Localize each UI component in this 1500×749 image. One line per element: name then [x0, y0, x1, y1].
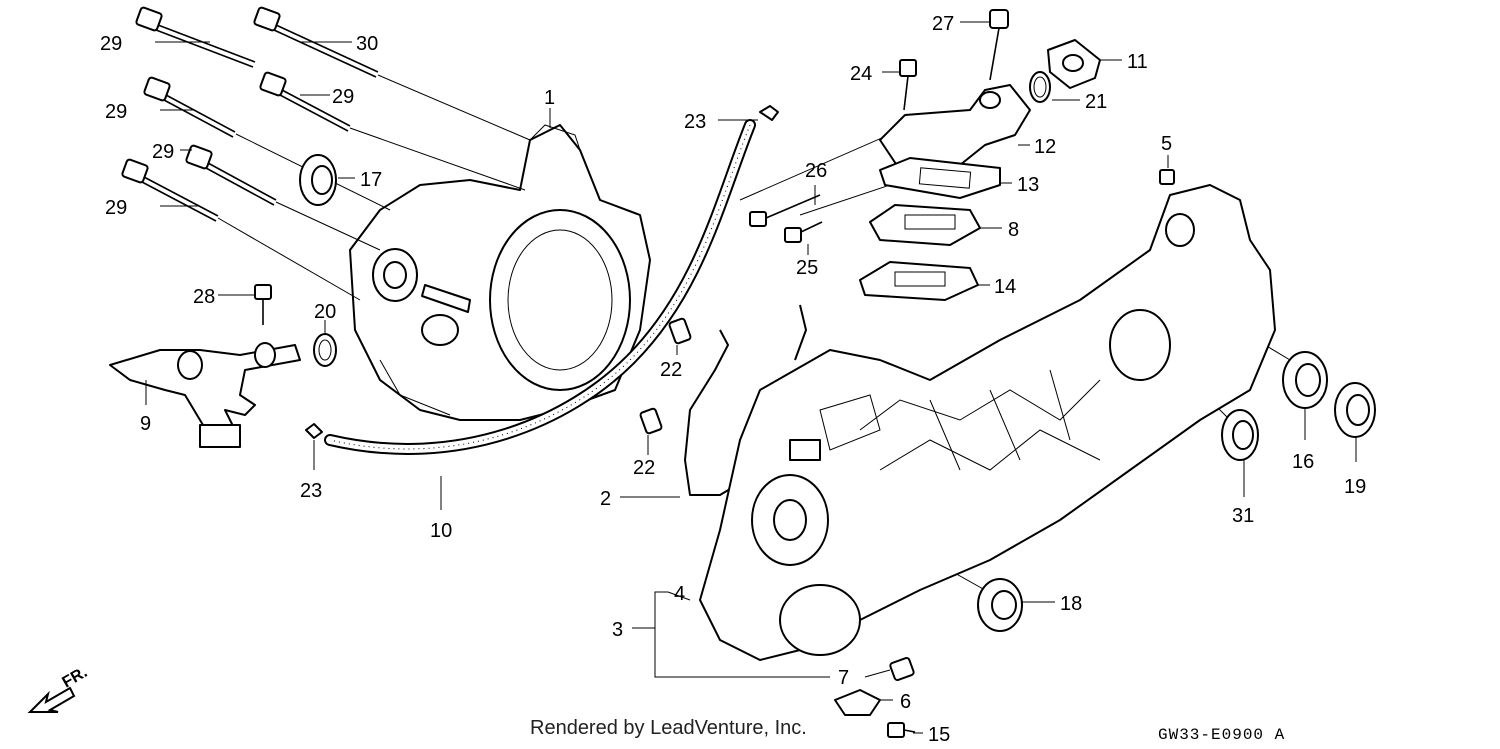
callout-23[interactable]: 23: [300, 480, 322, 502]
callout-28[interactable]: 28: [193, 286, 215, 308]
callout-11[interactable]: 11: [1127, 51, 1148, 73]
oil-seal-19[interactable]: [1334, 382, 1376, 438]
callout-16[interactable]: 16: [1292, 451, 1314, 473]
callout-7[interactable]: 7: [838, 667, 849, 689]
callout-5[interactable]: 5: [1161, 133, 1172, 155]
bolt-25[interactable]: [784, 221, 823, 243]
oil-seal-18[interactable]: [977, 578, 1023, 632]
front-label: FR.: [60, 664, 91, 692]
dowel-pin-7[interactable]: [889, 656, 915, 682]
callout-3[interactable]: 3: [612, 619, 623, 641]
callout-31[interactable]: 31: [1232, 505, 1254, 527]
bolt-29-a[interactable]: [135, 6, 256, 68]
callout-6[interactable]: 6: [900, 691, 911, 713]
bearing-31[interactable]: [1221, 409, 1259, 461]
callout-17[interactable]: 17: [360, 169, 382, 191]
callout-10[interactable]: 10: [430, 520, 452, 542]
starter-shaft-assembly-9[interactable]: [109, 342, 301, 448]
o-ring-20[interactable]: [313, 333, 337, 367]
callout-13[interactable]: 13: [1017, 174, 1039, 196]
callout-21[interactable]: 21: [1085, 91, 1107, 113]
callout-23[interactable]: 23: [684, 111, 706, 133]
callout-29[interactable]: 29: [105, 101, 127, 123]
bolt-27[interactable]: [989, 9, 1009, 81]
front-direction-indicator: FR.: [27, 664, 91, 713]
gasket-2[interactable]: [684, 304, 807, 496]
diagram-code: GW33-E0900 A: [1158, 726, 1286, 744]
callout-22[interactable]: 22: [633, 457, 655, 479]
callout-29[interactable]: 29: [105, 197, 127, 219]
callout-19[interactable]: 19: [1344, 476, 1366, 498]
clip-23-b[interactable]: [305, 423, 323, 439]
callout-14[interactable]: 14: [994, 276, 1016, 298]
callout-22[interactable]: 22: [660, 359, 682, 381]
bolt-29-c[interactable]: [143, 76, 236, 138]
callout-27[interactable]: 27: [932, 13, 954, 35]
callout-29[interactable]: 29: [152, 141, 174, 163]
bolt-29-b[interactable]: [259, 71, 351, 132]
breather-tube-10[interactable]: [324, 119, 756, 455]
right-crankcase[interactable]: [699, 184, 1276, 661]
callout-26[interactable]: 26: [805, 160, 827, 182]
gasket-13[interactable]: [879, 157, 1001, 199]
bolt-28[interactable]: [254, 284, 272, 325]
bolt-29-e[interactable]: [121, 158, 219, 222]
oil-seal-17[interactable]: [299, 154, 337, 206]
callout-30[interactable]: 30: [356, 33, 378, 55]
callout-29[interactable]: 29: [100, 33, 122, 55]
o-ring-21[interactable]: [1029, 71, 1051, 103]
callout-12[interactable]: 12: [1034, 136, 1056, 158]
bearing-16[interactable]: [1282, 351, 1328, 409]
callout-24[interactable]: 24: [850, 63, 872, 85]
plate-6[interactable]: [834, 689, 881, 716]
leader-lines: [145, 21, 1357, 734]
bolt-15[interactable]: [887, 722, 916, 738]
footer-credit: Rendered by LeadVenture, Inc.: [530, 717, 807, 739]
callout-9[interactable]: 9: [140, 413, 151, 435]
callout-25[interactable]: 25: [796, 257, 818, 279]
bolt-5[interactable]: [1159, 169, 1175, 185]
bolt-30[interactable]: [253, 6, 379, 78]
callout-2[interactable]: 2: [600, 488, 611, 510]
bolt-24[interactable]: [899, 59, 917, 111]
clip-23-a[interactable]: [759, 105, 779, 121]
callout-18[interactable]: 18: [1060, 593, 1082, 615]
dowel-pin-22-a[interactable]: [668, 317, 692, 345]
reed-valve-8[interactable]: [869, 204, 981, 246]
callout-labels: 29 30 29 29 29 29 17 1 23 28 20 9 23 10 …: [100, 13, 1366, 746]
callout-20[interactable]: 20: [314, 301, 336, 323]
bolt-26[interactable]: [749, 194, 821, 227]
left-crankcase[interactable]: [349, 124, 651, 421]
dowel-pin-22-b[interactable]: [639, 407, 663, 435]
front-arrow-icon: [27, 686, 76, 713]
insulator-11[interactable]: [1047, 39, 1101, 89]
intake-pipe-12[interactable]: [879, 84, 1031, 171]
callout-29[interactable]: 29: [332, 86, 354, 108]
callout-4[interactable]: 4: [674, 583, 685, 605]
bolt-29-d[interactable]: [185, 144, 277, 206]
gasket-14[interactable]: [859, 261, 979, 301]
callout-8[interactable]: 8: [1008, 219, 1019, 241]
callout-1[interactable]: 1: [544, 87, 555, 109]
callout-15[interactable]: 15: [928, 724, 950, 746]
